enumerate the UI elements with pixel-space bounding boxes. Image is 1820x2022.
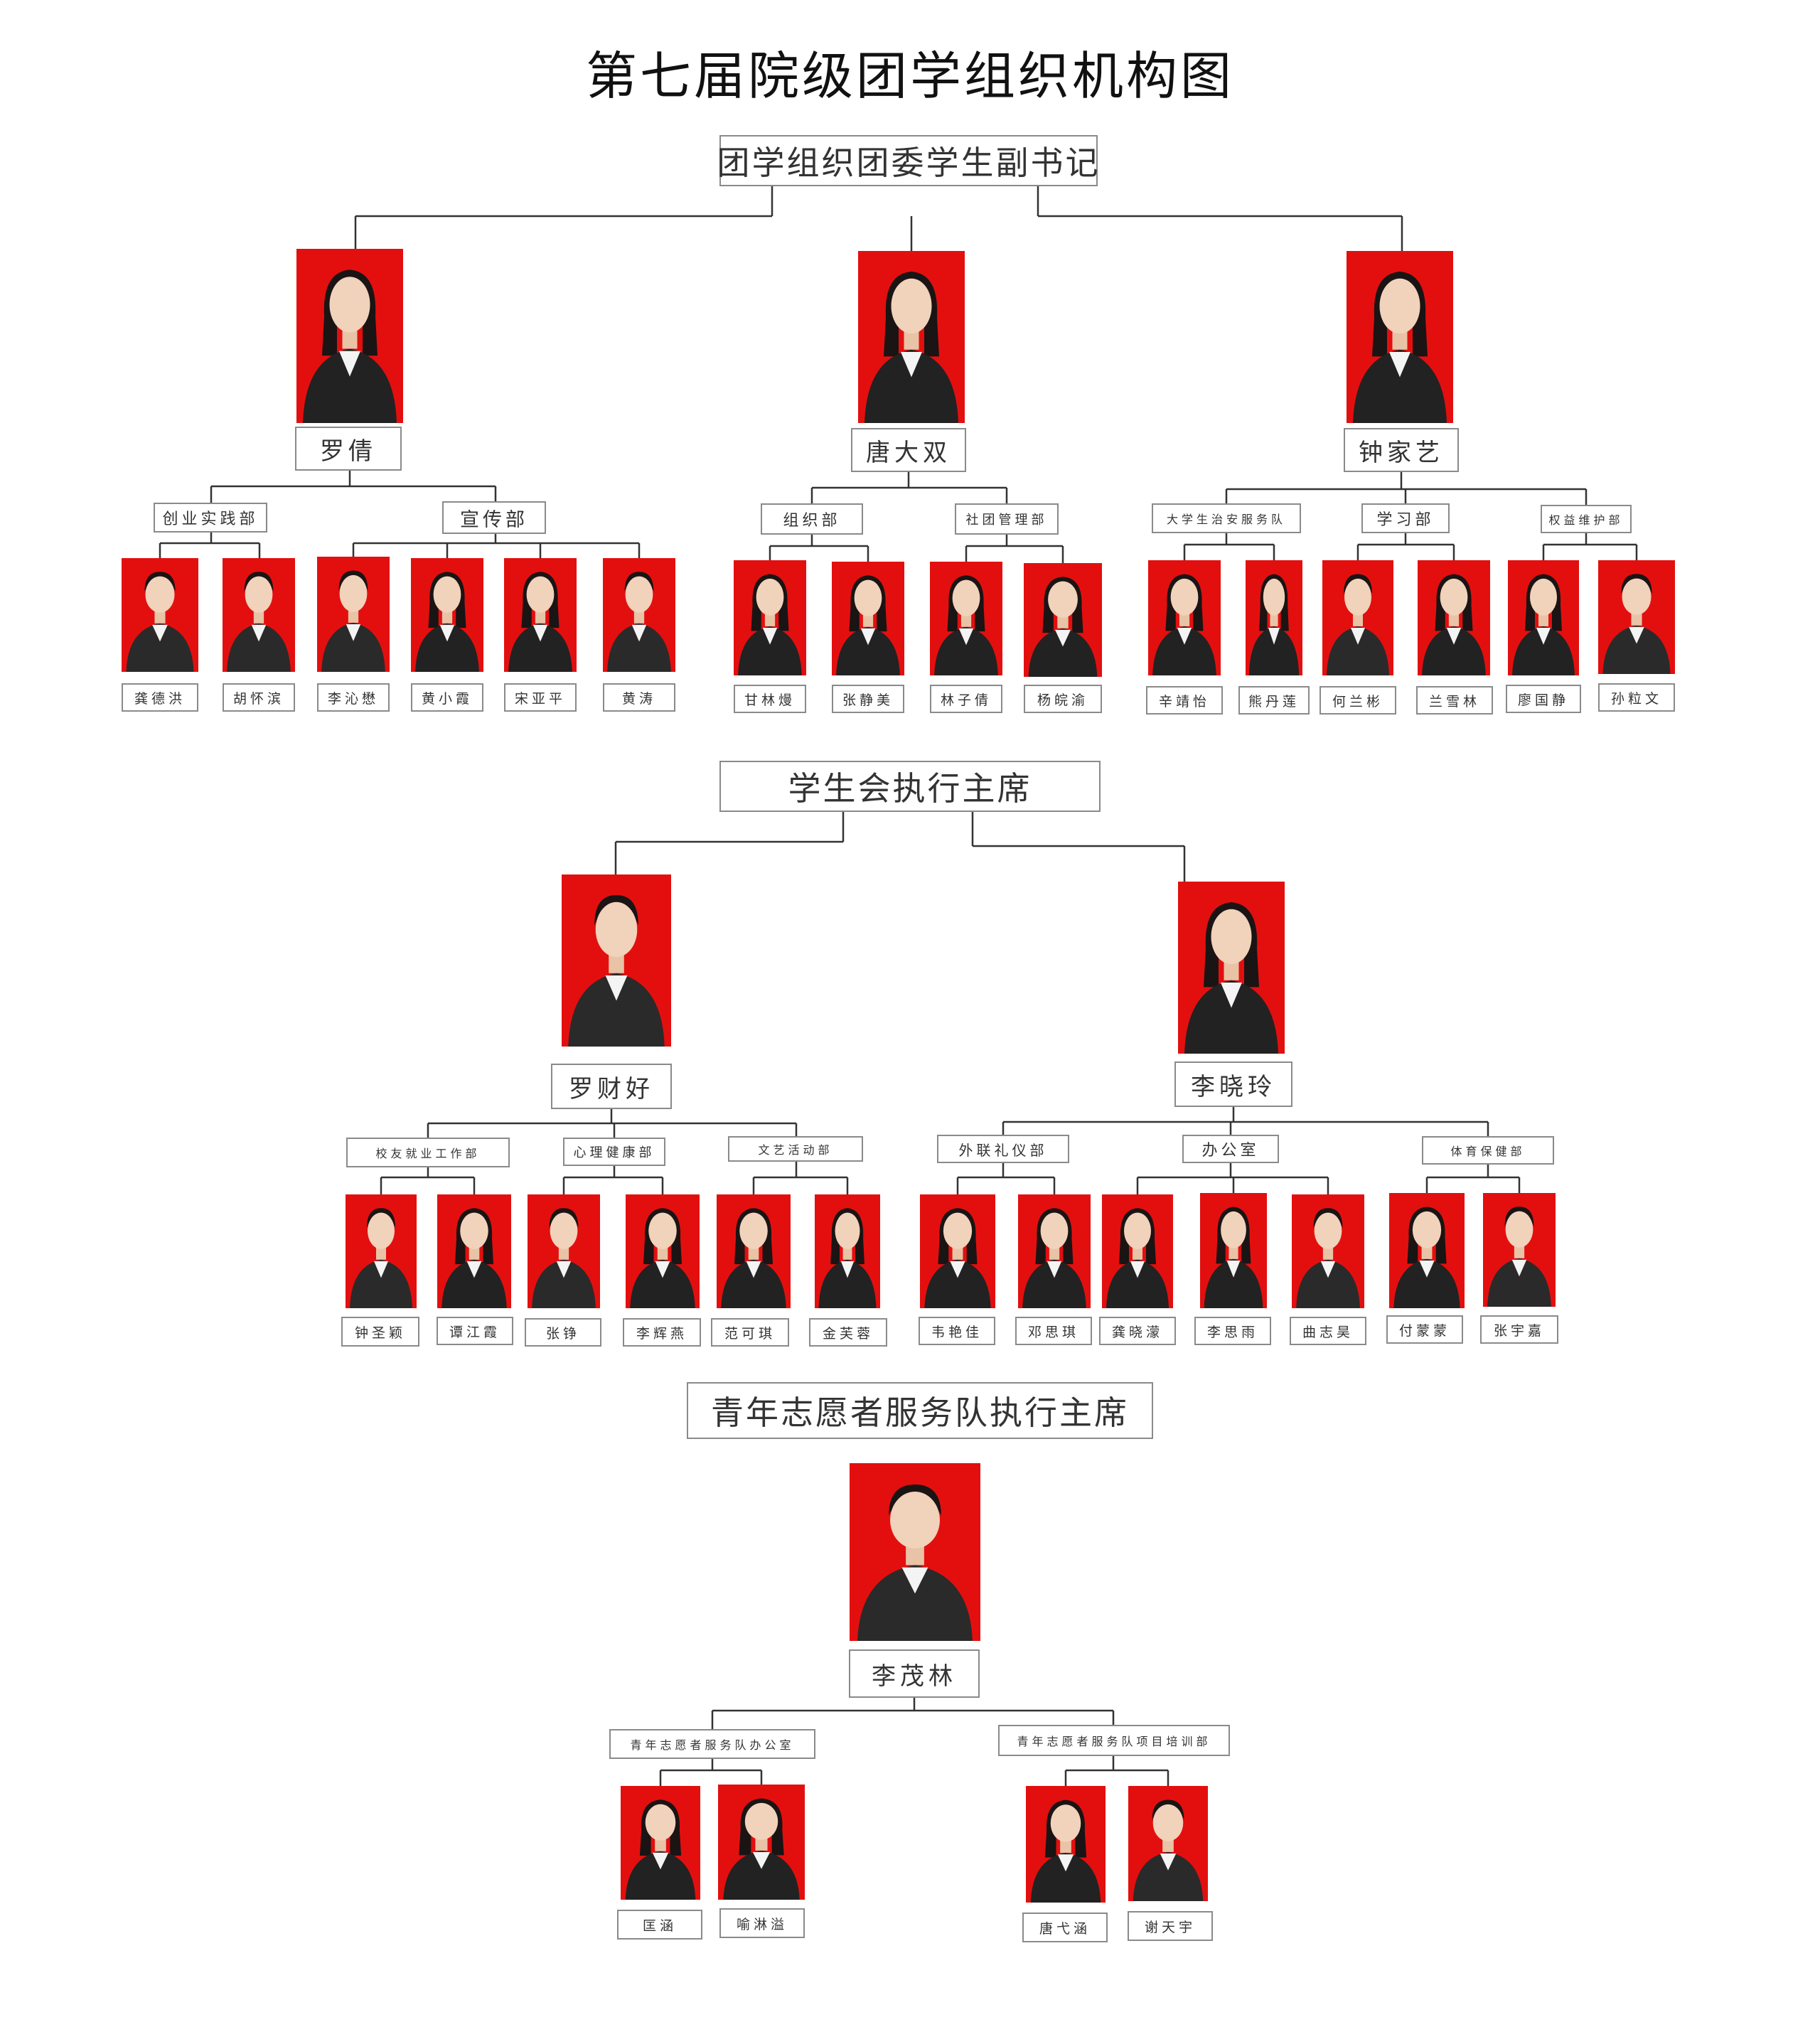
member-photo <box>1483 1193 1556 1307</box>
member-name: 李辉燕 <box>623 1318 701 1347</box>
member-name: 韦艳佳 <box>919 1317 995 1345</box>
department-label: 大学生治安服务队 <box>1152 503 1301 533</box>
leader-photo <box>296 249 403 423</box>
member-name: 兰雪林 <box>1416 686 1493 715</box>
member-photo <box>1389 1193 1465 1308</box>
member-photo <box>1200 1193 1267 1308</box>
member-photo <box>1598 560 1675 674</box>
member-name: 张静美 <box>832 685 904 713</box>
member-name: 甘林熳 <box>734 685 806 713</box>
member-name: 谭江霞 <box>437 1317 513 1345</box>
member-name: 唐弋涵 <box>1022 1913 1108 1942</box>
department-label: 青年志愿者服务队项目培训部 <box>998 1725 1230 1756</box>
member-name: 龚晓濛 <box>1099 1317 1176 1345</box>
department-label: 社团管理部 <box>955 503 1059 535</box>
member-name: 龚德洪 <box>122 683 198 712</box>
member-photo <box>1508 560 1579 675</box>
member-photo <box>1018 1194 1091 1308</box>
member-photo <box>832 562 904 675</box>
leader-name: 李茂林 <box>849 1649 980 1698</box>
department-label: 组织部 <box>761 503 863 535</box>
member-name: 何兰彬 <box>1320 686 1396 715</box>
member-name: 廖国静 <box>1506 685 1581 713</box>
department-label: 办公室 <box>1182 1135 1279 1163</box>
leader-photo <box>858 251 965 423</box>
leader-photo <box>850 1463 980 1641</box>
leader-photo <box>1347 251 1453 423</box>
department-label: 学习部 <box>1361 503 1450 533</box>
member-name: 匡涵 <box>617 1910 702 1940</box>
leader-name: 钟家艺 <box>1344 428 1459 472</box>
leader-name: 唐大双 <box>851 428 966 472</box>
page-title: 第七届院级团学组织机构图 <box>585 46 1234 106</box>
member-photo <box>223 558 295 672</box>
member-name: 钟圣颖 <box>341 1317 419 1347</box>
member-photo <box>1128 1786 1208 1901</box>
member-photo <box>717 1194 791 1308</box>
department-label: 外联礼仪部 <box>937 1135 1069 1163</box>
member-name: 李沁懋 <box>317 683 390 712</box>
member-photo <box>1292 1194 1364 1308</box>
department-label: 青年志愿者服务队办公室 <box>609 1729 815 1759</box>
member-photo <box>1024 563 1102 677</box>
member-name: 曲志昊 <box>1290 1317 1366 1345</box>
member-photo <box>603 558 675 672</box>
member-photo <box>1026 1786 1106 1903</box>
member-photo <box>920 1194 995 1308</box>
member-name: 宋亚平 <box>504 683 577 712</box>
department-label: 校友就业工作部 <box>346 1138 510 1167</box>
department-label: 心理健康部 <box>563 1138 665 1166</box>
member-name: 孙粒文 <box>1598 683 1675 712</box>
member-name: 付蒙蒙 <box>1386 1315 1463 1344</box>
leader-photo <box>1178 882 1285 1054</box>
member-name: 黄涛 <box>603 683 675 712</box>
department-label: 体育保健部 <box>1422 1136 1554 1165</box>
member-name: 张宇嘉 <box>1480 1315 1558 1344</box>
member-name: 喻淋溢 <box>719 1908 805 1938</box>
member-name: 黄小霞 <box>411 683 483 712</box>
section-title-volunteer-service-chair: 青年志愿者服务队执行主席 <box>687 1382 1153 1439</box>
department-label: 文艺活动部 <box>728 1136 863 1162</box>
department-label: 创业实践部 <box>154 503 267 533</box>
member-photo <box>621 1786 700 1900</box>
department-label: 权益维护部 <box>1541 505 1632 533</box>
member-name: 张铮 <box>525 1318 601 1347</box>
member-photo <box>411 558 483 672</box>
leader-name: 罗财好 <box>551 1064 672 1109</box>
member-photo <box>734 560 806 675</box>
member-photo <box>718 1785 805 1900</box>
member-photo <box>1246 560 1302 675</box>
member-photo <box>317 557 390 672</box>
leader-name: 李晓玲 <box>1174 1061 1292 1107</box>
member-photo <box>122 558 198 672</box>
member-photo <box>1418 560 1490 675</box>
member-photo <box>930 562 1002 675</box>
member-name: 谢天宇 <box>1128 1911 1213 1941</box>
member-name: 林子倩 <box>930 685 1002 713</box>
member-photo <box>1322 560 1393 675</box>
member-name: 李思雨 <box>1194 1317 1271 1345</box>
member-photo <box>346 1194 417 1308</box>
member-photo <box>1102 1194 1173 1308</box>
member-photo <box>528 1194 600 1308</box>
member-photo <box>504 558 577 672</box>
member-name: 范可琪 <box>711 1318 789 1347</box>
department-label: 宣传部 <box>442 501 546 534</box>
member-name: 胡怀滨 <box>223 683 295 712</box>
member-name: 金芙蓉 <box>809 1318 887 1347</box>
member-name: 熊丹莲 <box>1238 686 1310 715</box>
leader-photo <box>562 874 671 1047</box>
member-photo <box>815 1194 880 1308</box>
section-title-student-union-chair: 学生会执行主席 <box>719 761 1101 812</box>
section-title-league-deputy-secretary: 团学组织团委学生副书记 <box>717 135 1098 186</box>
member-name: 邓思琪 <box>1015 1317 1092 1345</box>
member-name: 杨皖渝 <box>1024 685 1102 713</box>
member-name: 辛靖怡 <box>1146 686 1223 715</box>
member-photo <box>1148 560 1221 675</box>
leader-name: 罗倩 <box>295 427 402 471</box>
member-photo <box>626 1194 700 1308</box>
member-photo <box>437 1194 511 1308</box>
